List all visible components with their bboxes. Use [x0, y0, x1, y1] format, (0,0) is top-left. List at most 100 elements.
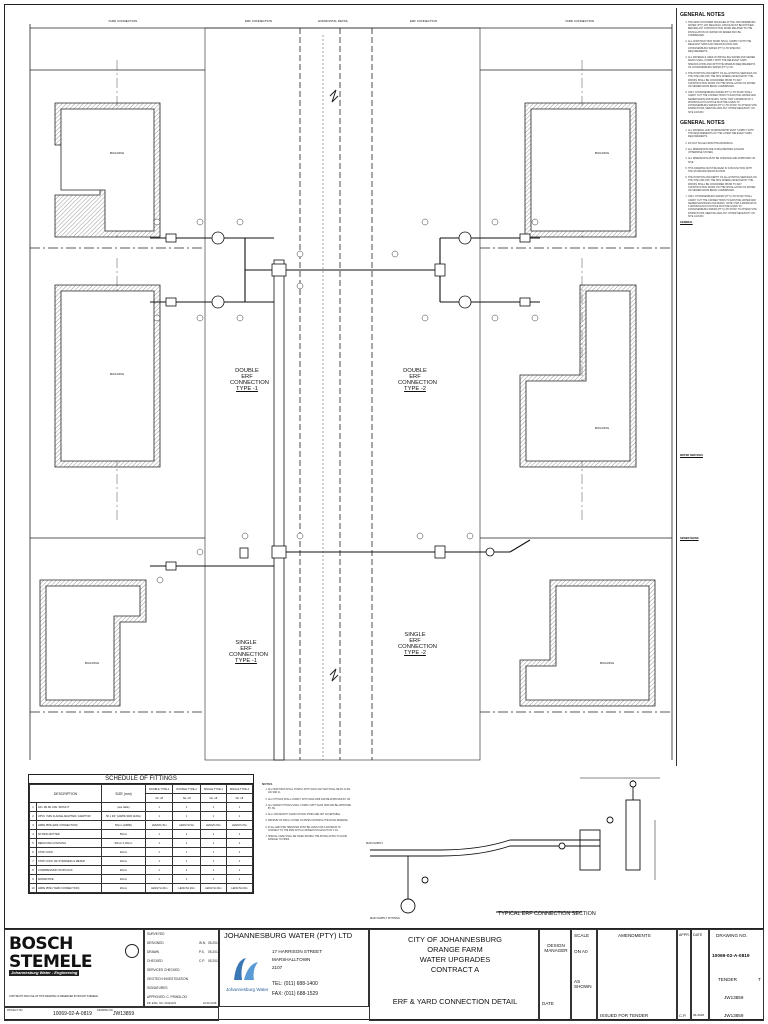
table-cell: 20mm [100, 883, 147, 893]
table-cell: 1 [145, 802, 174, 812]
project-no-bottom: JW13859 [724, 1013, 744, 1018]
notes-subheading: WATER SERVICES [680, 454, 703, 458]
project-line: CITY OF JOHANNESBURG [407, 935, 503, 944]
table-cell: 50 x 3/4" (HD/PE SDR 11/RG) [100, 811, 147, 821]
initials-date: 05.2018 [208, 959, 220, 963]
label-line: TYPE -1 [236, 386, 258, 393]
initials: C.P. [199, 959, 205, 963]
label-horizontal-detail: HORIZONTAL DETAIL [318, 19, 349, 23]
note-item: MINIMUM OF 900mm COVER ON PIPES CROSSING… [268, 820, 352, 823]
table-cell: 1 [172, 802, 201, 812]
drawing-title: ERF & YARD CONNECTION DETAIL [392, 997, 518, 1006]
table-cell: 3 [29, 820, 37, 830]
scale-cell: SCALE ON A0 AS SHOWN [571, 929, 597, 1021]
signoff-cell: SURVEYED DESIGNED DRAWN CHECKED SERVICES… [144, 929, 220, 1007]
label-single-type-1: SINGLE ERF CONNECTION TYPE -1 [229, 640, 268, 665]
note-item: ALL NEW PIPES SHALL COMPLY WITH SANS 442… [268, 789, 352, 795]
amendment-appr: C.P. [679, 1013, 687, 1018]
table-cell: WATER PIPE [35, 874, 102, 884]
amendments-label: AMENDMENTS [618, 933, 651, 938]
col-no-off: No. off [145, 793, 174, 803]
project-line: CONTRACT A [430, 965, 480, 974]
table-cell: 1 [225, 865, 254, 875]
table-cell: 1 [172, 865, 201, 875]
note-item: ALL FITTINGS SHALL COMPLY WITH SANS 1808… [268, 799, 352, 802]
table-cell: COMPRESSION STOPCOCK [35, 865, 102, 875]
amendments-cell: AMENDMENTS ISSUED FOR TENDER [597, 929, 677, 1021]
note-item: SPECIAL CARE SHALL BE TAKEN DURING THE I… [268, 836, 352, 842]
design-manager-cell: DESIGN MANAGER DATE [539, 929, 571, 1021]
table-cell: 2 [29, 811, 37, 821]
notes-subheading: SEWER MAINS [680, 537, 699, 541]
general-notes-panel: GENERAL NOTES THE NEW CUSTOMER MANAGER A… [676, 8, 760, 766]
table-cell: 1 [225, 829, 254, 839]
appr-label: APPR. [679, 933, 690, 937]
jw-logo-text: Johannesburg Water [226, 987, 269, 992]
table-cell: 1 [225, 838, 254, 848]
initials-date: 05.2018 [208, 941, 220, 945]
col-no-off: No. off [172, 793, 201, 803]
schedule-of-fittings: SCHEDULE OF FITTINGS DESCRIPTION SIZE (m… [28, 774, 254, 894]
col-type: DOUBLE TYPE-2 [172, 784, 201, 794]
drawing-no: 10069-02-A-0819 [712, 954, 750, 959]
note-item: ALL LOW DENSITY AGRICULTURAL PIPES ARE N… [268, 814, 352, 817]
building-top-right [524, 102, 637, 238]
table-cell: 8 [29, 865, 37, 875]
table-cell: STOP COCK (W/ STRAINER) & METER [35, 856, 102, 866]
label-line: CONNECTION [398, 644, 437, 651]
col-description: DESCRIPTION [29, 784, 102, 803]
client-name: JOHANNESBURG WATER (PTY) LTD [224, 931, 353, 940]
initials: P.S. [199, 950, 205, 954]
building-top-left [54, 102, 161, 238]
table-cell: 1 [225, 802, 254, 812]
status: TENDER [718, 977, 737, 982]
building-label: BUILDING [110, 151, 125, 155]
table-cell: 1 [172, 856, 201, 866]
table-cell: 1 [199, 838, 227, 848]
table-cell: 1 [145, 865, 174, 875]
label-single-type-2: SINGLE ERF CONNECTION TYPE -2 [398, 632, 437, 657]
col-type: SINGLE TYPE-1 [199, 784, 227, 794]
table-cell: 50mm [100, 829, 147, 839]
section-bottom-label: MAIN SUPPLY FITTINGS [370, 917, 400, 920]
jw-logo-shape [234, 958, 258, 980]
row-label: CHECKED [147, 959, 163, 963]
client-address-line: MARSHALLTOWN [272, 957, 311, 962]
table-cell: 1 [145, 856, 174, 866]
building-label: BUILDING [595, 151, 610, 155]
building-bottom-right [519, 579, 656, 707]
label-line: TYPE -1 [235, 658, 257, 665]
project-line: ORANGE FARM [427, 945, 483, 954]
revision: T [758, 977, 761, 982]
table-cell: SP RING BUTTER [35, 829, 102, 839]
label-erf-connection-right: ERF CONNECTION [410, 19, 437, 23]
table-cell: 4 [29, 829, 37, 839]
row-label: APPROVED: C. PRINSLOO [147, 995, 188, 999]
table-cell: UPVC / MIN FLANGE ADAPTER / ADAPTOR [35, 811, 102, 821]
table-cell: (see table) [100, 802, 147, 812]
section-title: TYPICAL ERF CONNECTION SECTION [498, 911, 596, 917]
note-item: THE POSITION AND DEPTH OF ALL EXISTING S… [688, 72, 757, 88]
pr-eng-number: PR. ENG. NO: 20121023 [147, 1002, 176, 1005]
table-cell: 1 [199, 811, 227, 821]
table-cell: HD / PE ML FFE / BOSS IT [35, 802, 102, 812]
note-item: THE NEW CUSTOMER MANAGER AT THE JOHANNES… [688, 21, 757, 37]
table-cell: 1 [172, 838, 201, 848]
table-cell: 1 [145, 829, 174, 839]
col-no-off: No. off [225, 793, 254, 803]
note-item: ALL MATERIAL AND WORKMANSHIP MUST COMPLY… [688, 129, 757, 139]
row-label: SURVEYED [147, 932, 165, 936]
note-item: ONLY JOHANNESBURG WATER (PTY) LTD STAFF … [688, 195, 757, 218]
table-cell: 50mm X 20mm [100, 838, 147, 848]
col-type: SINGLE TYPE-2 [225, 784, 254, 794]
note-item: ALL DIMENSIONS MUST BE CHECKED AND APPRO… [688, 157, 757, 163]
drawing-sheet [4, 4, 764, 1020]
note-item: ALL WATER FITTINGS SHALL COMPLY WITH SAN… [268, 805, 352, 811]
label-line: TYPE -2 [404, 650, 426, 657]
